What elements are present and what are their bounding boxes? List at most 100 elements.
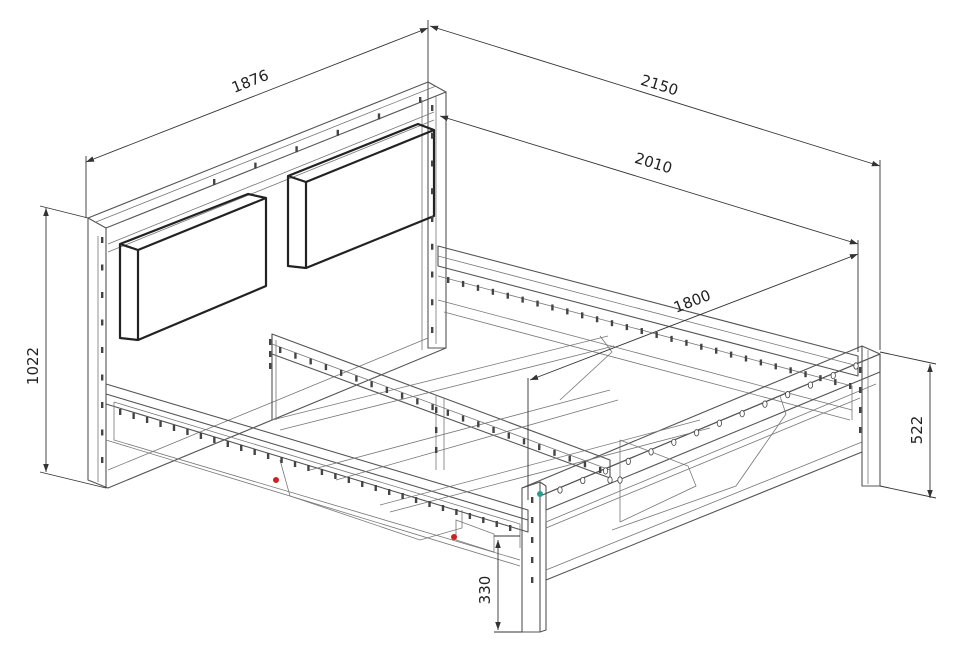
fitting-hole — [101, 374, 104, 381]
fitting-hole — [361, 481, 364, 487]
dimension-footboard-height: 522 — [879, 351, 937, 499]
fitting-hole — [431, 105, 434, 111]
dim-label-leg-height: 330 — [476, 576, 494, 605]
dim-label-footboard-height: 522 — [908, 416, 926, 445]
fitting-hole — [441, 505, 445, 511]
dimension-inner-length: 2010 — [439, 115, 859, 352]
fitting-hole — [859, 407, 862, 413]
fitting-hole — [101, 347, 104, 353]
fitting-hole — [416, 398, 419, 405]
fitting-hole — [101, 429, 104, 436]
fitting-hole — [617, 476, 623, 484]
fitting-hole — [435, 427, 438, 433]
fitting-hole — [602, 467, 609, 475]
fitting-hole — [347, 477, 351, 483]
fitting-hole — [370, 381, 373, 388]
dim-label-headboard-height: 1022 — [24, 347, 42, 385]
fitting-hole — [101, 292, 104, 298]
fitting-hole — [159, 421, 162, 427]
fitting-hole — [280, 457, 283, 463]
fitting-hole — [385, 387, 389, 393]
fitting-holes — [101, 97, 862, 583]
headboard-cushion-left — [118, 192, 268, 342]
dimension-total-length: 2150 — [429, 25, 881, 350]
fitting-hole — [468, 513, 472, 519]
fitting-hole — [834, 379, 837, 386]
fitting-hole — [551, 304, 554, 311]
fitting-hole — [199, 433, 203, 439]
fitting-hole — [431, 132, 434, 139]
fitting-hole — [309, 358, 312, 365]
fitting-hole — [269, 351, 272, 357]
right-side-rail — [437, 245, 859, 421]
fitting-hole — [461, 415, 465, 422]
fitting-hole — [477, 421, 480, 428]
fitting-hole — [599, 467, 602, 473]
fitting-hole — [580, 476, 586, 485]
fitting-hole — [387, 489, 391, 495]
fitting-hole — [339, 369, 343, 376]
fitting-hole — [859, 367, 862, 373]
fitting-hole — [455, 509, 458, 515]
footboard — [521, 345, 881, 633]
fitting-hole — [491, 288, 495, 295]
fitting-hole — [295, 146, 298, 153]
fitting-hole — [568, 455, 571, 462]
fitting-hole — [101, 457, 104, 463]
fitting-hole — [625, 324, 629, 331]
fitting-hole — [819, 375, 822, 382]
fitting-hole — [324, 364, 328, 371]
fitting-hole — [536, 300, 539, 307]
fitting-hole — [804, 371, 807, 378]
fitting-hole — [446, 409, 450, 416]
fitting-hole — [213, 437, 216, 443]
fitting-hole — [830, 371, 836, 380]
fitting-hole — [431, 404, 434, 411]
fitting-hole — [774, 363, 777, 370]
fitting-hole — [640, 328, 643, 335]
dimension-leg-height: 330 — [476, 535, 522, 633]
fitting-hole — [336, 129, 339, 136]
fitting-hole — [807, 381, 814, 389]
fitting-hole — [716, 419, 722, 427]
fitting-hole — [401, 493, 404, 499]
fitting-hole — [334, 473, 337, 479]
fitting-hole — [715, 347, 718, 354]
fitting-hole — [266, 453, 270, 459]
fitting-hole — [419, 97, 422, 103]
red-marker-2 — [451, 534, 457, 540]
fitting-hole — [762, 400, 768, 408]
fitting-hole — [355, 375, 358, 382]
fitting-hole — [607, 476, 613, 484]
fitting-hole — [671, 438, 677, 446]
fitting-hole — [377, 113, 381, 120]
fitting-hole — [132, 413, 135, 419]
fitting-hole — [431, 216, 434, 222]
fitting-hole — [431, 188, 434, 195]
fitting-hole — [428, 501, 431, 507]
fitting-hole — [521, 296, 524, 303]
fitting-hole — [172, 425, 176, 431]
fitting-hole — [531, 557, 534, 563]
fitting-hole — [145, 417, 149, 423]
fitting-hole — [495, 521, 498, 527]
fitting-hole — [859, 427, 862, 433]
fitting-hole — [583, 461, 587, 468]
fitting-hole — [431, 243, 434, 250]
fitting-hole — [253, 449, 256, 455]
fitting-hole — [648, 448, 654, 456]
fitting-hole — [538, 444, 541, 451]
fitting-hole — [101, 237, 104, 243]
fitting-hole — [694, 429, 700, 437]
fitting-hole — [226, 441, 229, 447]
fitting-hole — [531, 577, 534, 583]
fitting-hole — [435, 447, 438, 453]
dimension-headboard-height: 1022 — [24, 205, 107, 489]
fitting-hole — [506, 292, 509, 299]
fitting-hole — [859, 387, 862, 393]
left-side-rail — [105, 383, 529, 567]
fitting-hole — [213, 179, 216, 185]
fitting-hole — [431, 299, 434, 306]
fitting-hole — [186, 429, 189, 435]
